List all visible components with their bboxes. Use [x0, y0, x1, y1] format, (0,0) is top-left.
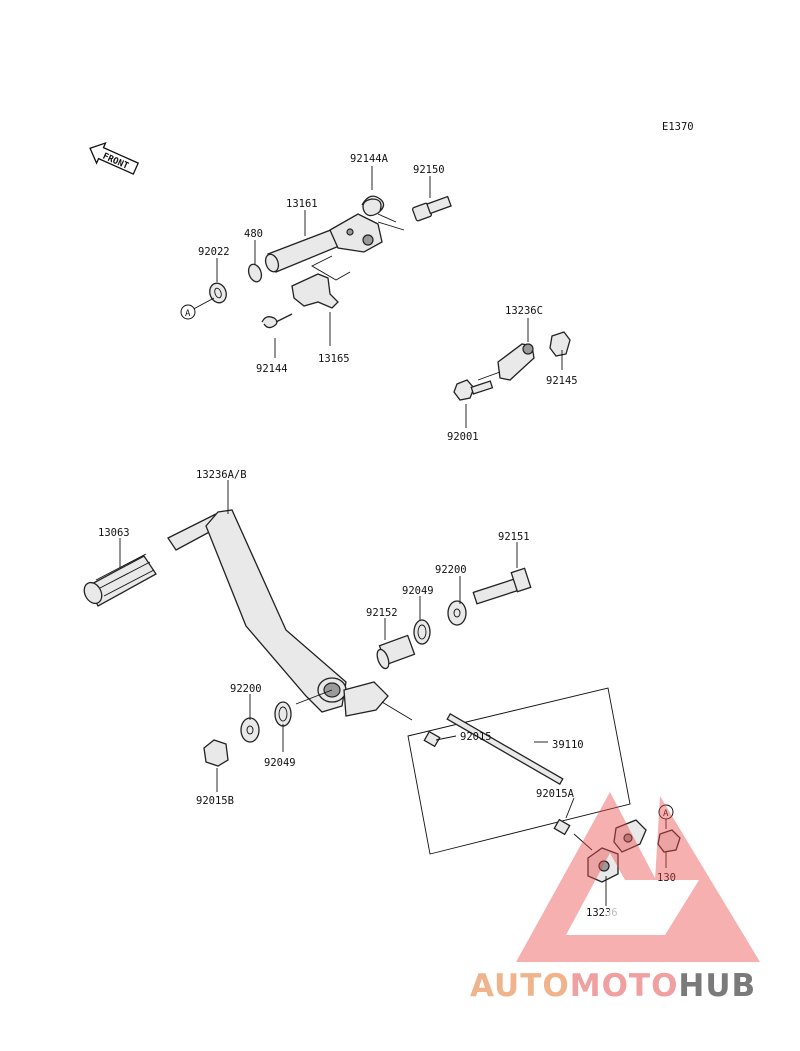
- collar-92152: [376, 634, 416, 670]
- front-arrow-icon: FRONT: [89, 141, 140, 175]
- pedal-arm-13236AB: [167, 509, 389, 717]
- label-130: 130: [657, 872, 676, 884]
- label-92049-lower: 92049: [264, 757, 296, 769]
- label-92144: 92144: [256, 363, 288, 375]
- watermark-logo-icon: [516, 792, 760, 962]
- label-92015: 92015: [460, 731, 492, 743]
- seal-92049-lower: [274, 701, 292, 727]
- label-92144A: 92144A: [350, 153, 389, 165]
- label-92049-upper: 92049: [402, 585, 434, 597]
- label-92200-lower: 92200: [230, 683, 262, 695]
- label-92145: 92145: [546, 375, 578, 387]
- label-13165: 13165: [318, 353, 350, 365]
- seal-92049-upper: [413, 619, 431, 645]
- label-13236AB: 13236A/B: [196, 469, 247, 481]
- tie-rod-39110: [407, 687, 631, 855]
- washer-92022: [209, 282, 227, 304]
- bolt-92151: [472, 567, 532, 605]
- plate-13165: [291, 273, 339, 309]
- ref-marker-a-upper: A: [180, 304, 196, 320]
- spring-92144: [261, 313, 293, 329]
- washer-92200-upper: [447, 600, 467, 626]
- washer-92200-lower: [240, 717, 260, 743]
- rod-end-13236: [587, 819, 681, 883]
- rubber-13063: [83, 553, 157, 607]
- label-92150: 92150: [413, 164, 445, 176]
- label-13236C: 13236C: [505, 305, 543, 317]
- clip-92145: [549, 331, 571, 357]
- label-13161: 13161: [286, 198, 318, 210]
- watermark-brand: AUTOMOTOHUB: [470, 968, 756, 1004]
- label-92152: 92152: [366, 607, 398, 619]
- label-92151: 92151: [498, 531, 530, 543]
- bolt-92001: [453, 379, 494, 401]
- diagram-code: E1370: [662, 121, 694, 133]
- label-92200-upper: 92200: [435, 564, 467, 576]
- label-92015B: 92015B: [196, 795, 234, 807]
- shift-shaft-13161: [264, 213, 383, 273]
- label-13063: 13063: [98, 527, 130, 539]
- bolt-92150: [412, 195, 452, 222]
- label-92015A: 92015A: [536, 788, 575, 800]
- label-480: 480: [244, 228, 263, 240]
- svg-text:A: A: [663, 809, 669, 819]
- label-92001: 92001: [447, 431, 479, 443]
- svg-text:A: A: [185, 309, 191, 319]
- label-39110: 39110: [552, 739, 584, 751]
- nut-92015B: [203, 739, 229, 767]
- label-92022: 92022: [198, 246, 230, 258]
- washer-480: [247, 263, 263, 283]
- spring-92144A: [361, 195, 397, 223]
